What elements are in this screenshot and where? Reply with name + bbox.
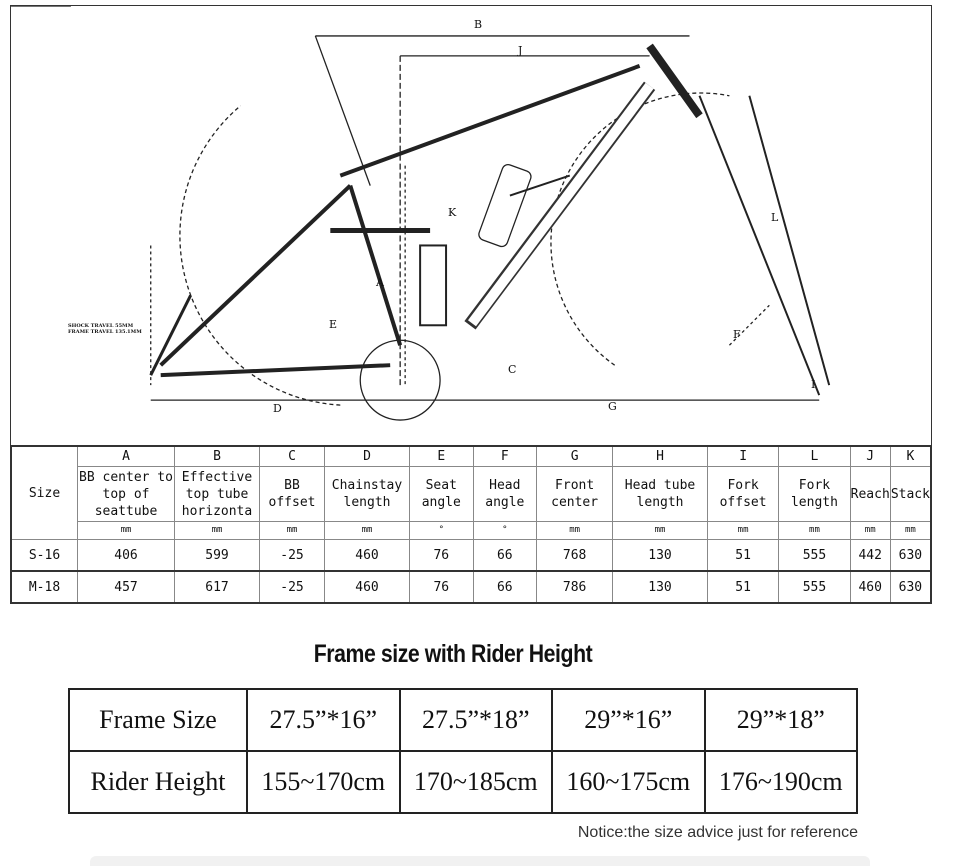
col-desc: BB center to top of seattube bbox=[77, 466, 175, 522]
value-cell: 460 bbox=[324, 539, 410, 572]
col-unit: mm bbox=[536, 521, 614, 540]
col-unit: mm bbox=[706, 521, 780, 540]
cell: 160~175cm bbox=[551, 750, 706, 814]
size-header: Size bbox=[10, 445, 78, 540]
value-cell: 76 bbox=[409, 539, 474, 572]
col-desc: BB offset bbox=[259, 466, 325, 522]
dim-label-a: A bbox=[376, 276, 384, 289]
dim-label-f: F bbox=[733, 328, 741, 341]
col-desc: Chainstay length bbox=[324, 466, 410, 522]
dim-label-k: K bbox=[448, 206, 457, 219]
value-cell: 460 bbox=[324, 570, 410, 604]
cell: 176~190cm bbox=[703, 750, 858, 814]
dim-label-g: G bbox=[608, 400, 617, 413]
col-letter: I bbox=[706, 445, 780, 467]
value-cell: 555 bbox=[778, 570, 851, 604]
value-cell: 457 bbox=[77, 570, 175, 604]
geometry-table: Size A B C D E F G H I L J K BB center t… bbox=[10, 445, 932, 604]
col-unit: ° bbox=[472, 521, 538, 540]
value-cell: 51 bbox=[706, 539, 780, 572]
col-letter: K bbox=[889, 445, 932, 467]
value-cell: 66 bbox=[472, 570, 538, 604]
table-row: Frame Size 27.5”*16” 27.5”*18” 29”*16” 2… bbox=[68, 688, 858, 752]
col-letter: A bbox=[77, 445, 175, 467]
col-desc: Head tube length bbox=[612, 466, 708, 522]
cell: 27.5”*18” bbox=[398, 688, 553, 752]
value-cell: -25 bbox=[259, 570, 325, 604]
col-unit: mm bbox=[324, 521, 410, 540]
value-cell: -25 bbox=[259, 539, 325, 572]
value-cell: 630 bbox=[889, 570, 932, 604]
col-letter: H bbox=[612, 445, 708, 467]
value-cell: 617 bbox=[174, 570, 260, 604]
dim-label-j: J bbox=[518, 44, 523, 57]
col-unit: mm bbox=[77, 521, 175, 540]
dim-label-i: I bbox=[811, 378, 816, 391]
size-cell: M-18 bbox=[10, 570, 78, 604]
value-cell: 76 bbox=[409, 570, 474, 604]
col-letter: D bbox=[324, 445, 410, 467]
value-cell: 51 bbox=[706, 570, 780, 604]
rider-height-table: Frame Size 27.5”*16” 27.5”*18” 29”*16” 2… bbox=[68, 688, 858, 814]
col-letter: C bbox=[259, 445, 325, 467]
col-letter: B bbox=[174, 445, 260, 467]
dim-label-e: E bbox=[329, 318, 338, 331]
col-desc: Seat angle bbox=[409, 466, 474, 522]
value-cell: 786 bbox=[536, 570, 614, 604]
col-desc: Reach bbox=[849, 466, 891, 522]
value-cell: 630 bbox=[889, 539, 932, 572]
col-desc: Fork offset bbox=[706, 466, 780, 522]
col-desc: Head angle bbox=[472, 466, 538, 522]
shock-travel: SHOCK TRAVEL 55MM bbox=[68, 323, 134, 329]
table-row: Rider Height 155~170cm 170~185cm 160~175… bbox=[68, 750, 858, 814]
value-cell: 442 bbox=[849, 539, 891, 572]
col-desc: Fork length bbox=[778, 466, 851, 522]
dim-label-l: L bbox=[771, 211, 779, 224]
value-cell: 599 bbox=[174, 539, 260, 572]
col-desc: Front center bbox=[536, 466, 614, 522]
value-cell: 768 bbox=[536, 539, 614, 572]
cell: 155~170cm bbox=[246, 750, 401, 814]
row-label: Frame Size bbox=[68, 688, 248, 752]
dim-label-b: B bbox=[474, 18, 483, 31]
value-cell: 555 bbox=[778, 539, 851, 572]
notice-text: Notice:the size advice just for referenc… bbox=[577, 824, 858, 841]
rider-height-title: Frame size with Rider Height bbox=[313, 640, 593, 668]
value-cell: 66 bbox=[472, 539, 538, 572]
col-letter: L bbox=[778, 445, 851, 467]
col-desc: Stack bbox=[889, 466, 932, 522]
col-letter: F bbox=[472, 445, 538, 467]
value-cell: 130 bbox=[612, 570, 708, 604]
value-cell: 460 bbox=[849, 570, 891, 604]
col-desc: Effective top tube horizonta bbox=[174, 466, 260, 522]
col-letter: G bbox=[536, 445, 614, 467]
frame-travel: FRAME TRAVEL 135.1MM bbox=[68, 329, 142, 335]
col-unit: mm bbox=[612, 521, 708, 540]
size-cell: S-16 bbox=[10, 539, 78, 572]
value-cell: 130 bbox=[612, 539, 708, 572]
cell: 29”*18” bbox=[703, 688, 858, 752]
cell: 29”*16” bbox=[551, 688, 706, 752]
bottom-bar bbox=[90, 856, 870, 866]
dim-label-c: C bbox=[508, 363, 517, 376]
col-unit: mm bbox=[889, 521, 932, 540]
col-unit: ° bbox=[409, 521, 474, 540]
cell: 27.5”*16” bbox=[246, 688, 401, 752]
cell: 170~185cm bbox=[398, 750, 553, 814]
col-letter: J bbox=[849, 445, 891, 467]
col-unit: mm bbox=[849, 521, 891, 540]
col-unit: mm bbox=[259, 521, 325, 540]
col-letter: E bbox=[409, 445, 474, 467]
value-cell: 406 bbox=[77, 539, 175, 572]
col-unit: mm bbox=[778, 521, 851, 540]
row-label: Rider Height bbox=[68, 750, 248, 814]
dim-label-d: D bbox=[273, 402, 282, 415]
col-unit: mm bbox=[174, 521, 260, 540]
